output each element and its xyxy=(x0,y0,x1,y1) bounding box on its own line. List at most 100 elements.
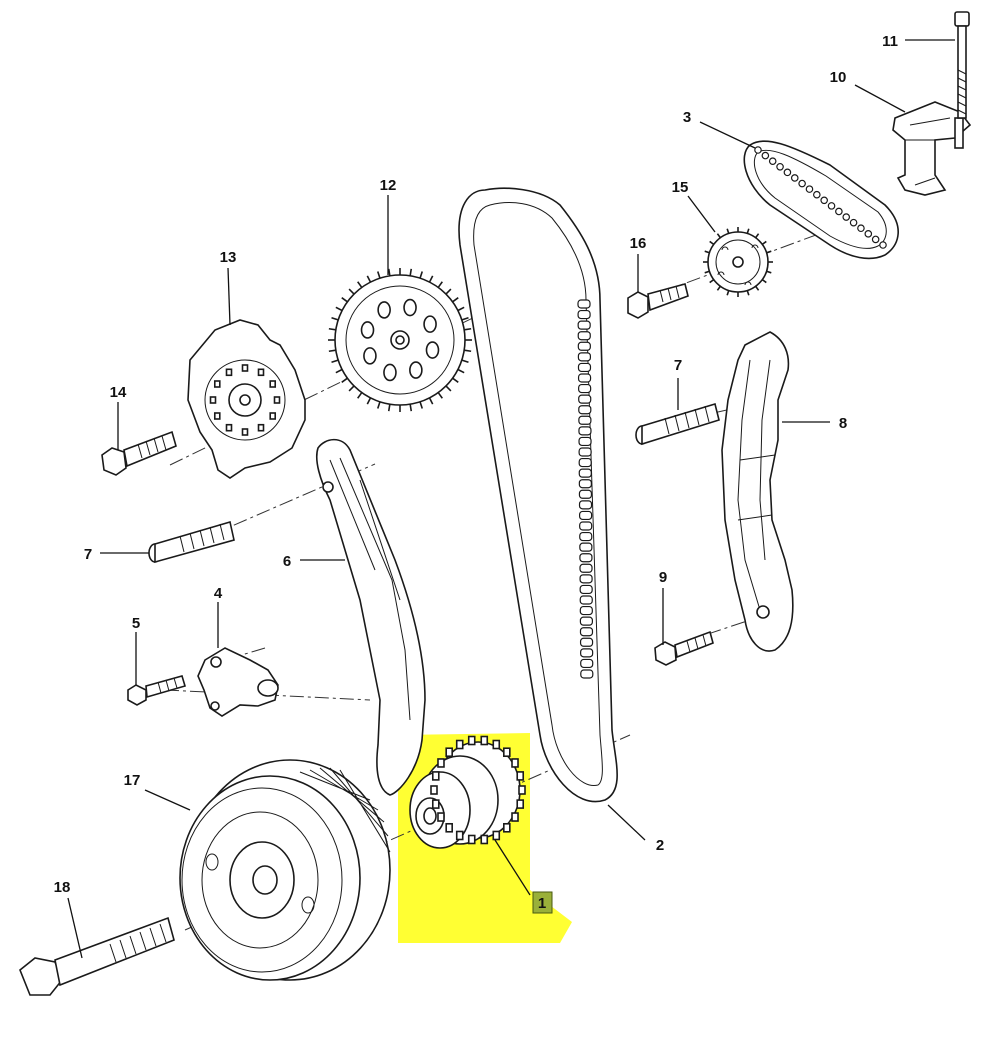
sprocket-tooth xyxy=(726,228,730,234)
sprocket-tooth xyxy=(761,240,767,246)
sprocket-tooth xyxy=(445,385,452,392)
sprocket-tooth xyxy=(480,834,489,845)
sprocket-hole xyxy=(425,341,440,359)
chain-link xyxy=(578,405,592,415)
chain-link xyxy=(580,658,594,669)
sprocket-tooth xyxy=(709,278,715,284)
callout-2: 2 xyxy=(656,837,664,854)
chain-link xyxy=(579,637,594,647)
chain-link xyxy=(579,531,593,542)
sprocket-tooth xyxy=(335,368,343,374)
chain-link xyxy=(580,648,594,658)
sprocket-tooth xyxy=(754,285,760,291)
wheel-slot xyxy=(273,396,281,404)
callout-7-left: 7 xyxy=(84,546,92,563)
camshaft-sprocket xyxy=(328,268,472,412)
sprocket-tooth xyxy=(709,240,715,246)
wheel-slot xyxy=(209,396,217,404)
chain-link xyxy=(578,457,592,468)
chain-link xyxy=(578,510,593,521)
chain-link xyxy=(580,669,594,679)
sprocket-tooth xyxy=(754,233,760,239)
chain-link xyxy=(879,241,887,249)
sprocket-tooth xyxy=(457,368,465,374)
sprocket-tooth xyxy=(331,359,339,364)
pulley-bolt xyxy=(19,916,175,996)
sprocket-tooth xyxy=(437,392,443,399)
sprocket-tooth xyxy=(328,327,336,331)
chain-link xyxy=(842,213,851,221)
chain-link xyxy=(578,489,593,499)
sprocket-tooth xyxy=(511,758,519,768)
guide-bolt-right xyxy=(635,402,720,446)
fixed-guide-rail xyxy=(721,331,794,652)
sprocket-hole xyxy=(423,315,437,333)
chain-link xyxy=(578,383,592,394)
tensioner-rail xyxy=(315,438,426,796)
callout-10: 10 xyxy=(830,69,847,86)
chain-link xyxy=(820,196,828,205)
chain-link xyxy=(578,415,592,425)
sprocket-hole xyxy=(383,363,397,382)
sprocket-tooth xyxy=(464,327,472,331)
chain-link xyxy=(578,500,593,510)
sprocket-hole xyxy=(363,347,377,365)
chain-link xyxy=(768,157,777,165)
chain-link xyxy=(577,352,592,362)
hydraulic-tensioner xyxy=(197,647,279,717)
sprocket-tooth xyxy=(376,401,381,409)
wheel-slot xyxy=(241,428,249,436)
chain-link xyxy=(761,151,770,160)
chain-link xyxy=(577,341,591,351)
chain-link xyxy=(578,394,592,404)
chain-link xyxy=(579,521,593,531)
callout-7-right: 7 xyxy=(674,357,682,374)
bolt-sensor-wheel xyxy=(101,430,177,476)
sensor-reluctor-wheel xyxy=(187,319,306,479)
callout-5: 5 xyxy=(132,615,140,632)
chain-link xyxy=(783,168,792,177)
callout-11: 11 xyxy=(882,33,898,50)
chain-link xyxy=(579,563,593,573)
sprocket-tooth xyxy=(467,735,476,746)
wheel-slot xyxy=(213,380,221,388)
callout-18: 18 xyxy=(54,879,71,896)
sprocket-tooth xyxy=(457,306,465,312)
sprocket-tooth xyxy=(366,397,372,405)
sprocket-tooth xyxy=(766,270,772,274)
bolt-small-sprocket xyxy=(627,283,689,319)
sprocket-tooth xyxy=(335,306,343,312)
sprocket-tooth xyxy=(455,739,464,750)
sprocket-tooth xyxy=(428,275,434,283)
sprocket-tooth xyxy=(503,747,511,758)
sprocket-tooth xyxy=(518,785,526,795)
sprocket-tooth xyxy=(704,250,710,254)
sprocket-tooth xyxy=(464,349,472,353)
sprocket-tooth xyxy=(480,735,489,746)
chain-link xyxy=(864,230,873,238)
sprocket-tooth xyxy=(746,290,750,296)
sprocket-tooth xyxy=(387,404,391,412)
sprocket-tooth xyxy=(467,834,476,845)
sprocket-tooth xyxy=(445,288,452,295)
sprocket-tooth xyxy=(409,404,413,412)
chain-link xyxy=(871,235,880,244)
sprocket-tooth xyxy=(716,285,722,291)
sprocket-hole xyxy=(360,321,375,339)
sprocket-tooth xyxy=(461,359,469,364)
sprocket-tooth xyxy=(431,771,440,781)
sprocket-tooth xyxy=(331,316,339,321)
chain-link xyxy=(798,179,806,188)
crankshaft-pulley xyxy=(179,759,391,981)
chain-link xyxy=(857,224,865,233)
wheel-slot xyxy=(257,368,265,377)
chain-link xyxy=(578,426,592,436)
chain-link xyxy=(578,447,592,457)
sprocket-tooth xyxy=(452,377,459,383)
chain-link xyxy=(578,468,592,478)
chain-link xyxy=(577,373,592,383)
callout-12: 12 xyxy=(380,177,397,194)
wheel-slot xyxy=(257,423,265,432)
sprocket-tooth xyxy=(376,271,381,279)
sprocket-tooth xyxy=(461,316,469,321)
